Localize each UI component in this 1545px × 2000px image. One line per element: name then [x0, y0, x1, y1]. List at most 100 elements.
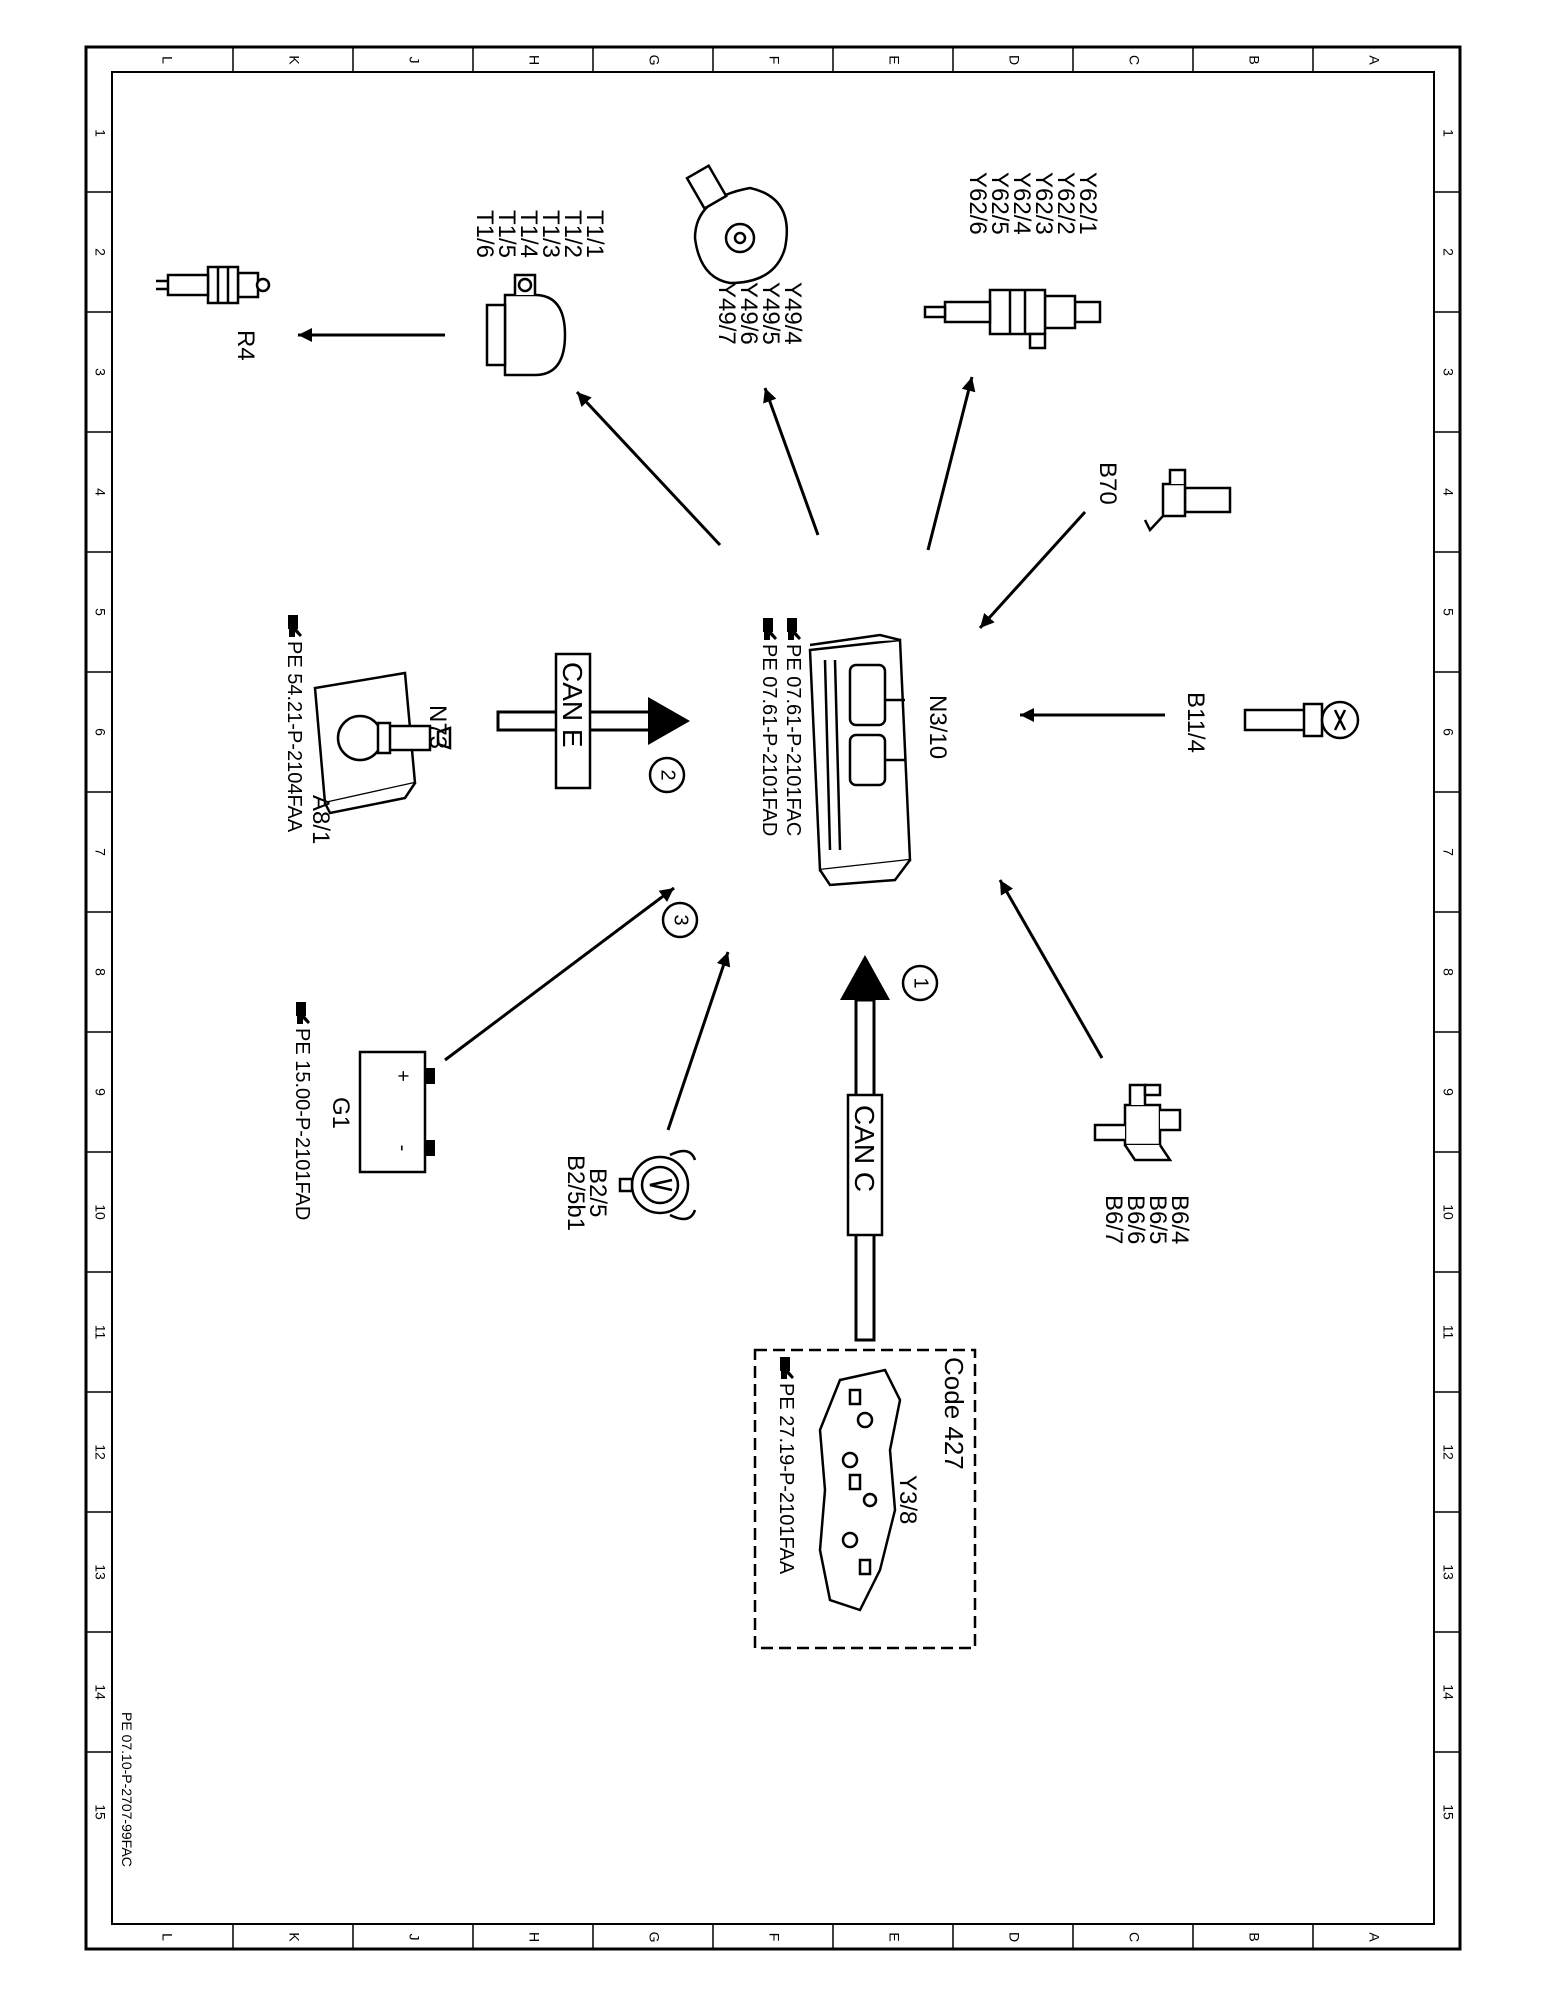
sensor-b70: B70: [1094, 462, 1232, 533]
frame-letter-top-6: E: [886, 55, 902, 64]
frame-number-right-4: 5: [1440, 608, 1456, 616]
ignition-coil-icon: [485, 273, 567, 377]
b70-label: B70: [1094, 462, 1121, 505]
arrow-b6-to-ecu: [998, 879, 1104, 1059]
y3-8-label: Y3/8: [894, 1475, 921, 1524]
frame-letter-top-7: D: [1006, 55, 1022, 65]
frame-number-left-5: 6: [92, 728, 108, 736]
sensors-b6: B6/4 B6/5 B6/6 B6/7: [1093, 1083, 1193, 1244]
frame-number-left-12: 13: [92, 1564, 108, 1580]
g1-label: G1: [327, 1097, 354, 1129]
arrow-b2-5-to-ecu: [666, 951, 731, 1131]
r4-label: R4: [232, 330, 259, 361]
injector-icon: [923, 288, 1102, 350]
crankshaft-sensor-icon: [1143, 468, 1232, 533]
can-c-label-box: [846, 1093, 884, 1237]
y62-label-2: Y62/2: [1052, 172, 1079, 235]
b2-5-label-1: B2/5: [584, 1168, 611, 1217]
frame-letter-top-1: K: [286, 55, 302, 65]
frame-number-left-11: 12: [92, 1444, 108, 1460]
frame-number-left-3: 4: [92, 488, 108, 496]
frame-letter-top-4: G: [646, 55, 662, 66]
transmission-module-y3-8: Code 427 Y3/8 PE 27.19-P-2101FAA: [753, 1348, 977, 1650]
sensor-b2-5: B2/5 B2/5b1: [562, 1149, 697, 1231]
frame-number-left-6: 7: [92, 848, 108, 856]
y62-label-4: Y62/4: [1008, 172, 1035, 235]
battery-terminal-plus: [425, 1068, 435, 1084]
frame-number-right-9: 10: [1440, 1204, 1456, 1220]
b11-4-label: B11/4: [1182, 692, 1209, 753]
can-e-number-circle: [648, 756, 686, 794]
n3-10-label: N3/10: [924, 695, 951, 759]
document-id: PE 07.10-P-2707-99FAC: [119, 1712, 135, 1867]
y49-label-2: Y49/5: [757, 282, 784, 345]
can-e-arrowhead: [648, 697, 690, 745]
y62-label-3: Y62/3: [1030, 172, 1057, 235]
frame-letter-bottom-9: B: [1246, 1932, 1262, 1941]
can-e-label-box: [554, 652, 592, 790]
b6-label-3: B6/6: [1122, 1195, 1149, 1244]
n73-ref-text: PE 54.21-P-2104FAA: [283, 641, 305, 833]
arrow-ecu-to-t1: [575, 390, 722, 547]
a8-1-label: A8/1: [307, 795, 334, 844]
frame-letter-bottom-2: J: [406, 1934, 422, 1941]
b6-label-4: B6/7: [1100, 1195, 1127, 1244]
ecu-icon: [808, 633, 912, 887]
spark-plug-r4: R4: [156, 265, 271, 361]
y49-label-4: Y49/7: [713, 282, 740, 345]
frame-number-right-2: 3: [1440, 368, 1456, 376]
y62-label-5: Y62/5: [986, 172, 1013, 235]
y49-label-3: Y49/6: [735, 282, 762, 345]
can-e-bus: CAN E 2: [496, 652, 690, 794]
can-c-number-circle: [901, 964, 939, 1002]
g1-ref-text: PE 15.00-P-2101FAD: [291, 1028, 313, 1220]
frame-number-right-8: 9: [1440, 1088, 1456, 1096]
t1-label-5: T1/5: [493, 210, 520, 258]
inner-frame: [111, 71, 1435, 1925]
frame-number-left-0: 1: [92, 129, 108, 137]
frame-number-right-12: 13: [1440, 1564, 1456, 1580]
frame-number-left-2: 3: [92, 368, 108, 376]
ignition-lock-n73: N73 A8/1 PE 54.21-P-2104FAA: [283, 615, 452, 844]
frame-number-left-7: 8: [92, 968, 108, 976]
pointing-hand-icon: [296, 1002, 310, 1024]
ignition-coils-t1: T1/1 T1/2 T1/3 T1/4 T1/5 T1/6: [471, 210, 608, 377]
frame-number-left-4: 5: [92, 608, 108, 616]
frame-number-left-8: 9: [92, 1088, 108, 1096]
frame-letter-bottom-6: E: [886, 1932, 902, 1941]
frame-letter-bottom-0: L: [159, 1933, 175, 1941]
frame-number-left-13: 14: [92, 1684, 108, 1700]
air-mass-sensor-icon: [618, 1149, 697, 1221]
control-unit-n3-10: N3/10 PE 07.61-P-2101FAC PE 07.61-P-2101…: [758, 618, 951, 887]
code-427-dashed-box: [753, 1348, 977, 1650]
ignition-switch-icon: [313, 671, 452, 815]
frame-letter-top-0: L: [159, 56, 175, 64]
pointing-hand-icon: [780, 1357, 794, 1379]
frame-number-right-6: 7: [1440, 848, 1456, 856]
n73-ref: PE 54.21-P-2104FAA: [283, 615, 305, 833]
throttle-actuators-y49: Y49/4 Y49/5 Y49/6 Y49/7: [685, 163, 806, 345]
frame-number-left-10: 11: [92, 1325, 108, 1340]
frame-letter-top-5: F: [766, 56, 782, 65]
y3-8-ref: PE 27.19-P-2101FAA: [775, 1357, 797, 1575]
frame-letter-bottom-5: F: [766, 1933, 782, 1942]
battery-icon: [358, 1050, 427, 1174]
valve-body-icon: [818, 1368, 902, 1612]
frame-number-right-14: 15: [1440, 1804, 1456, 1820]
code-427-label: Code 427: [939, 1357, 969, 1470]
frame-number-right-10: 11: [1440, 1325, 1456, 1340]
frame-letter-bottom-10: A: [1366, 1932, 1382, 1942]
arrow-g1-to-ecu: [444, 886, 675, 1062]
arrow-b70-to-ecu: [978, 510, 1087, 630]
y3-8-ref-text: PE 27.19-P-2101FAA: [775, 1383, 797, 1575]
frame-number-right-5: 6: [1440, 728, 1456, 736]
can-e-number: 2: [657, 769, 679, 780]
y49-label-1: Y49/4: [779, 282, 806, 345]
t1-label-3: T1/3: [537, 210, 564, 258]
frame-number-left-9: 10: [92, 1204, 108, 1220]
b2-5-label-2: B2/5b1: [562, 1155, 589, 1231]
spark-plug-icon: [156, 265, 271, 305]
g1-ref: PE 15.00-P-2101FAD: [291, 1002, 313, 1220]
can-c-arrowhead: [840, 955, 890, 1000]
